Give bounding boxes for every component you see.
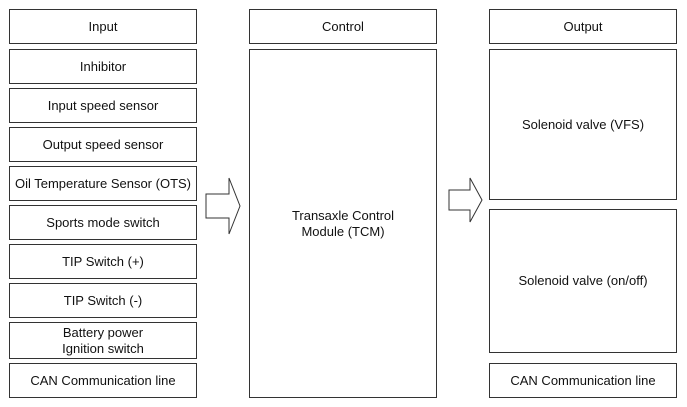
input-output-speed-sensor: Output speed sensor xyxy=(9,127,197,162)
control-header: Control xyxy=(249,9,437,44)
input-label: Input speed sensor xyxy=(47,97,159,113)
output-label: CAN Communication line xyxy=(510,372,656,388)
input-tip-switch-minus: TIP Switch (-) xyxy=(9,283,197,318)
input-label: Battery power Ignition switch xyxy=(62,324,144,356)
input-label: TIP Switch (-) xyxy=(63,292,143,308)
input-label: Sports mode switch xyxy=(46,214,160,230)
input-tip-switch-plus: TIP Switch (+) xyxy=(9,244,197,279)
input-label: Inhibitor xyxy=(79,58,127,74)
output-solenoid-vfs: Solenoid valve (VFS) xyxy=(489,49,677,200)
input-oil-temperature-sensor: Oil Temperature Sensor (OTS) xyxy=(9,166,197,201)
tcm-module: Transaxle Control Module (TCM) xyxy=(249,49,437,398)
tcm-module-label: Transaxle Control Module (TCM) xyxy=(291,207,395,239)
input-inhibitor: Inhibitor xyxy=(9,49,197,84)
arrow-input-to-control-icon xyxy=(205,177,241,235)
input-label: TIP Switch (+) xyxy=(62,253,144,269)
input-can-communication-line: CAN Communication line xyxy=(9,363,197,398)
output-can-communication-line: CAN Communication line xyxy=(489,363,677,398)
output-header: Output xyxy=(489,9,677,44)
arrow-control-to-output-icon xyxy=(448,177,483,223)
input-label: Output speed sensor xyxy=(42,136,164,152)
input-input-speed-sensor: Input speed sensor xyxy=(9,88,197,123)
control-header-label: Control xyxy=(322,18,364,34)
output-solenoid-on-off: Solenoid valve (on/off) xyxy=(489,209,677,353)
output-header-label: Output xyxy=(563,18,603,34)
input-header-label: Input xyxy=(88,18,118,34)
output-label: Solenoid valve (VFS) xyxy=(521,116,645,132)
input-sports-mode-switch: Sports mode switch xyxy=(9,205,197,240)
input-battery-ignition: Battery power Ignition switch xyxy=(9,322,197,359)
input-header: Input xyxy=(9,9,197,44)
input-label: Oil Temperature Sensor (OTS) xyxy=(14,175,192,191)
output-label: Solenoid valve (on/off) xyxy=(518,273,648,288)
input-label: CAN Communication line xyxy=(30,372,176,388)
